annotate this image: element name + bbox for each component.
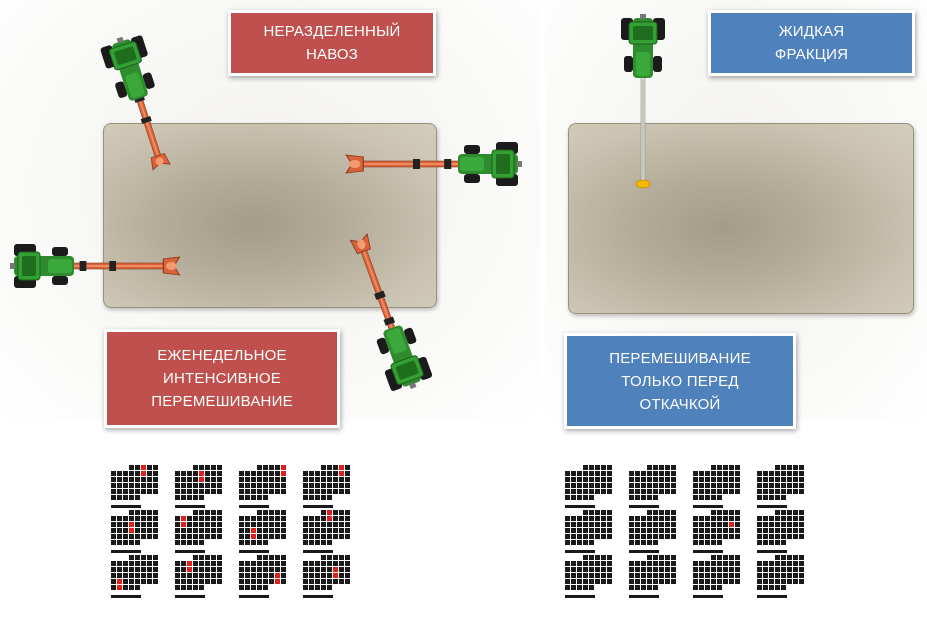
calendar-grid-icon: [111, 555, 159, 598]
calendar-grid-icon: [303, 510, 351, 553]
calendar-grid-icon: [175, 465, 223, 508]
calendar-grid-icon: [175, 555, 223, 598]
calendar-grid-icon: [629, 465, 677, 508]
calendar-grid-icon: [111, 510, 159, 553]
calendar-grid-icon: [693, 465, 741, 508]
calendar-grid-icon: [565, 465, 613, 508]
tractor-right: [345, 141, 523, 187]
manure-pit-right: [568, 123, 914, 314]
calendar-grid-icon: [239, 465, 287, 508]
calendar-grid-icon: [757, 465, 805, 508]
calendar-grid-icon: [629, 555, 677, 598]
calendar-grid-icon: [757, 510, 805, 553]
label-unseparated-manure: НЕРАЗДЕЛЕННЫЙ НАВОЗ: [228, 10, 436, 76]
calendar-grid-icon: [757, 555, 805, 598]
calendar-grid-icon: [693, 510, 741, 553]
calendar-grid-icon: [111, 465, 159, 508]
tractor-bottom: [349, 233, 435, 396]
label-mixing-before-pumping: ПЕРЕМЕШИВАНИЕ ТОЛЬКО ПЕРЕД ОТКАЧКОЙ: [564, 333, 796, 429]
calendar-grid-icon: [303, 465, 351, 508]
calendar-grid-icon: [303, 555, 351, 598]
tractor-right-panel: [620, 13, 666, 189]
calendar-grid-icon: [565, 555, 613, 598]
calendar-grid-icon: [693, 555, 741, 598]
calendar-grid-icon: [565, 510, 613, 553]
tractor-left: [9, 243, 181, 289]
label-liquid-fraction: ЖИДКАЯ ФРАКЦИЯ: [708, 10, 915, 76]
label-weekly-intensive-mixing: ЕЖЕНЕДЕЛЬНОЕ ИНТЕНСИВНОЕ ПЕРЕМЕШИВАНИЕ: [104, 329, 340, 428]
calendar-grid-icon: [175, 510, 223, 553]
calendar-grid-icon: [629, 510, 677, 553]
calendar-grid-icon: [239, 555, 287, 598]
calendar-grid-icon: [239, 510, 287, 553]
tractor-top-left: [98, 30, 171, 171]
